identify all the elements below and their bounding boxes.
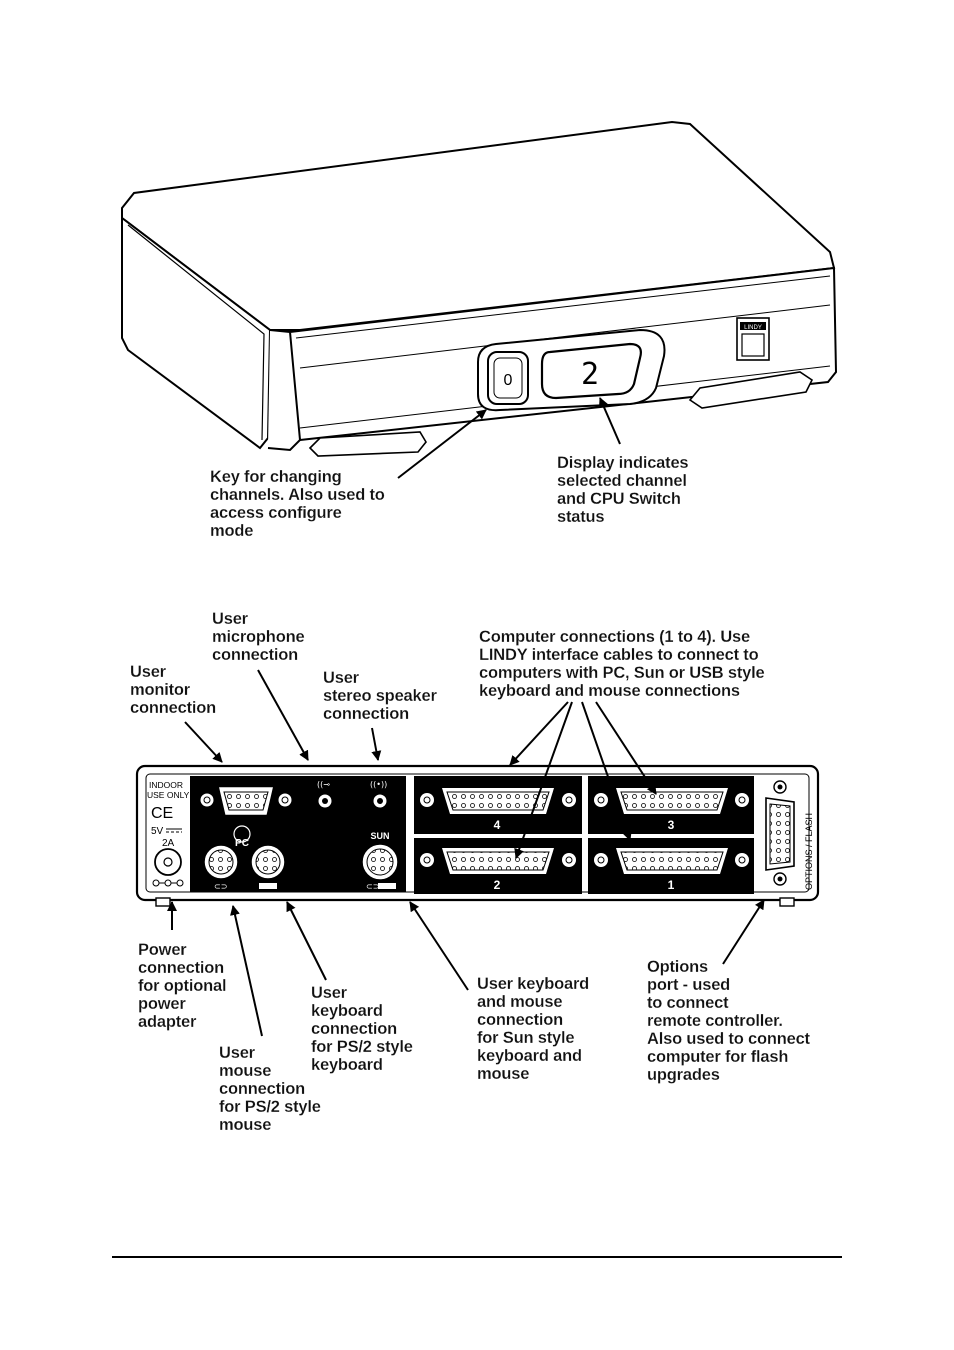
speaker-arrow bbox=[371, 727, 382, 761]
computer-port-1: 1 bbox=[588, 838, 754, 894]
key-arrow bbox=[397, 409, 487, 479]
computer-label: Computer connections (1 to 4). Use LINDY… bbox=[479, 628, 765, 700]
mouse-arrow bbox=[230, 905, 263, 1037]
mouse-label: User mouse connection for PS/2 style mou… bbox=[219, 1044, 321, 1134]
microphone-icon: ((⊸ bbox=[317, 780, 330, 789]
channel-display bbox=[540, 342, 642, 400]
computer-arrow-1 bbox=[581, 701, 632, 841]
monitor-arrow bbox=[184, 721, 223, 763]
computer-arrow-4 bbox=[509, 701, 569, 766]
microphone-arrow bbox=[257, 669, 309, 761]
sun-arrow bbox=[409, 901, 469, 991]
display-digit: 2 bbox=[581, 357, 599, 392]
speaker-icon: ((•)) bbox=[370, 780, 387, 789]
power-label: Power connection for optional power adap… bbox=[138, 941, 227, 1031]
channel-key-symbol: 0 bbox=[504, 372, 513, 389]
front-device-illustration: 0 2 LINDY bbox=[121, 120, 838, 457]
port-3-number: 3 bbox=[668, 818, 675, 832]
options-label: Options port - used to connect remote co… bbox=[647, 958, 810, 1084]
options-port bbox=[765, 780, 795, 886]
mouse-icon: ⊂⊃ bbox=[214, 882, 227, 891]
computer-arrow-2 bbox=[514, 701, 573, 859]
sun-mouse-icon: ⊂⊃ bbox=[366, 882, 379, 891]
computer-port-3: 3 bbox=[588, 776, 754, 834]
keyboard-arrow bbox=[286, 901, 327, 981]
port-4-number: 4 bbox=[494, 818, 501, 832]
indoor-use-text-2: USE ONLY bbox=[147, 790, 190, 800]
monitor-label: User monitor connection bbox=[130, 663, 217, 717]
options-arrow bbox=[722, 899, 765, 965]
display-arrow bbox=[599, 397, 621, 445]
sun-label: SUN bbox=[370, 831, 389, 841]
port-2-number: 2 bbox=[494, 878, 501, 892]
ce-mark: CE bbox=[151, 805, 173, 822]
computer-port-4: 4 bbox=[414, 776, 582, 834]
key-label: Key for changing channels. Also used to … bbox=[210, 468, 385, 540]
display-label: Display indicates selected channel and C… bbox=[557, 454, 689, 526]
keyboard-label: User keyboard connection for PS/2 style … bbox=[311, 984, 413, 1074]
rear-panel-illustration: INDOOR USE ONLY CE 5V 2A ((⊸ ((•)) PC ⊂⊃… bbox=[135, 764, 820, 907]
computer-arrow-3 bbox=[595, 701, 657, 795]
speaker-label: User stereo speaker connection bbox=[323, 669, 437, 723]
pc-label: PC bbox=[235, 838, 249, 849]
options-flash-text: OPTIONS / FLASH bbox=[804, 813, 814, 890]
footer-rule bbox=[112, 1256, 842, 1258]
voltage-text: 5V bbox=[151, 826, 164, 837]
computer-port-2: 2 bbox=[414, 838, 582, 894]
lindy-logo-text: LINDY bbox=[744, 325, 762, 331]
microphone-label: User microphone connection bbox=[212, 610, 305, 664]
keyboard-icon bbox=[259, 883, 277, 889]
channel-key bbox=[487, 351, 529, 405]
indoor-use-text: INDOOR bbox=[149, 780, 183, 790]
port-1-number: 1 bbox=[668, 878, 675, 892]
sun-keyboard-icon bbox=[378, 883, 396, 889]
current-text: 2A bbox=[162, 838, 175, 849]
sun-label-callout: User keyboard and mouse connection for S… bbox=[477, 975, 590, 1083]
